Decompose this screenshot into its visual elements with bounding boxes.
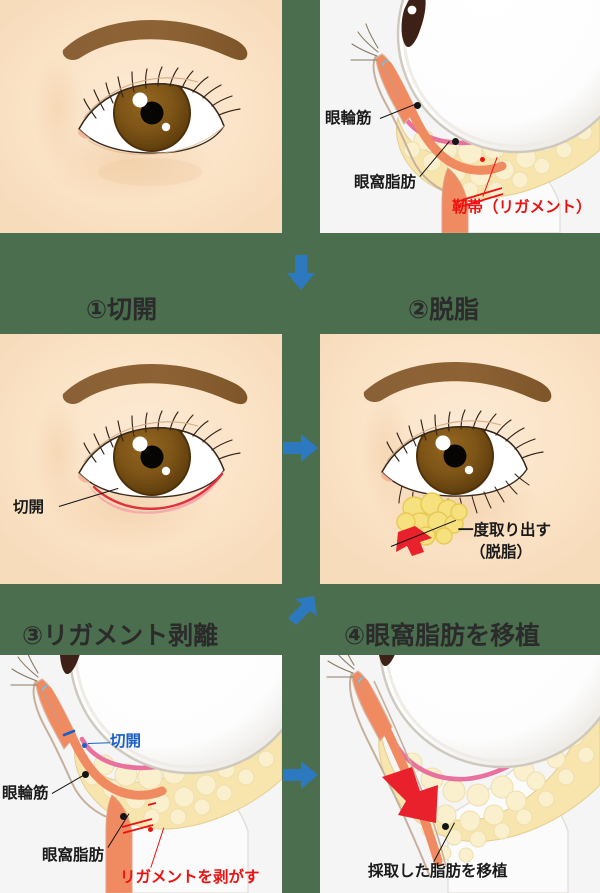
label-dot-ligament-r1 [480,157,485,162]
fat-graft-illustration [320,655,600,893]
arrow-row1-to-row2 [286,255,316,291]
label-ligament-r1: 靭帯（リガメント） [452,198,592,216]
label-dot-orbital-fat-r1 [452,138,459,145]
label-orbicularis-r1: 眼輪筋 [325,109,372,127]
panel-incision: 切開 [0,334,282,584]
panel-fat-graft: 採取した脂肪を移植 [320,655,600,893]
incision-illustration [0,334,282,584]
preop-front-illustration [0,0,282,233]
arrow-row2-to-row3 [284,594,320,630]
panel-preop-crosssection: 眼輪筋 眼窩脂肪 靭帯（リガメント） [320,0,600,233]
label-extract-line2: （脱脂） [470,543,533,561]
label-dot-incision-step3 [82,743,87,748]
label-peel-ligament: リガメントを剥がす [120,868,260,886]
arrow-step1-to-step2 [283,433,319,463]
label-dot-orbital-fat-step3 [120,813,127,820]
label-graft-fat: 採取した脂肪を移植 [368,862,508,880]
label-dot-peel-ligament [148,827,153,832]
fat-removal-illustration [320,334,600,584]
label-dot-orbicularis-step3 [82,771,89,778]
label-orbicularis-step3: 眼輪筋 [2,784,49,802]
ligament-release-illustration [0,655,282,893]
label-incision-step3: 切開 [110,732,142,750]
panel-ligament-release: 切開 眼輪筋 眼窩脂肪 リガメントを剥がす [0,655,282,893]
label-orbital-fat-r1: 眼窩脂肪 [354,173,417,191]
label-dot-orbicularis-r1 [414,102,421,109]
panel-preop-front [0,0,282,233]
panel-fat-removal: 一度取り出す （脱脂） [320,334,600,584]
step-title-2: ②脱脂 [408,295,480,324]
step-title-4: ④眼窩脂肪を移植 [344,621,541,650]
fat-graft-arrow [382,767,438,823]
step-title-1: ①切開 [86,295,158,324]
arrow-step3-to-step4 [283,760,319,790]
preop-crosssection-illustration [320,0,600,233]
label-incision-step1: 切開 [13,498,45,516]
step-title-3: ③リガメント剥離 [22,621,219,650]
label-orbital-fat-step3: 眼窩脂肪 [42,846,105,864]
label-extract-line1: 一度取り出す [458,521,552,539]
label-dot-graft-fat [442,823,449,830]
